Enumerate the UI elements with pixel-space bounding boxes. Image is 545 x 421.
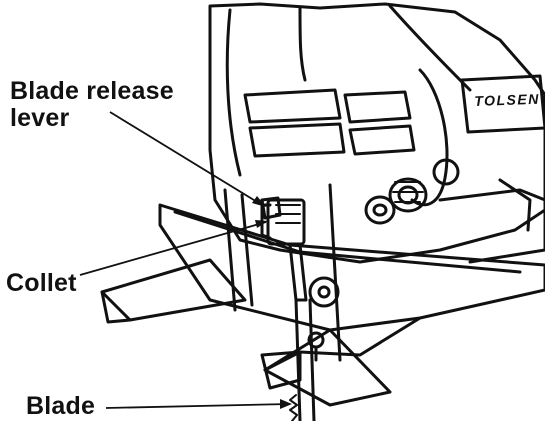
blade-release-arrowhead [252,196,266,207]
blade-release-lever-label: Blade release lever [10,78,174,132]
blade-release-lever-label-line2: lever [10,104,70,132]
blade-release-leader [109,111,263,206]
collet-leader [79,221,267,276]
brand-logo-text: TOLSEN [474,90,541,109]
collet-block [266,198,306,246]
brand-plate [460,74,545,134]
blade-leader [105,403,291,409]
collet-arrowhead [255,220,268,228]
blade-label: Blade [26,392,96,420]
blade-release-lever-label-line1: Blade release [10,77,174,105]
collet-label: Collet [6,269,77,297]
blade-release-lever [260,196,282,220]
blade-arrowhead [280,399,292,409]
blade [294,298,316,421]
